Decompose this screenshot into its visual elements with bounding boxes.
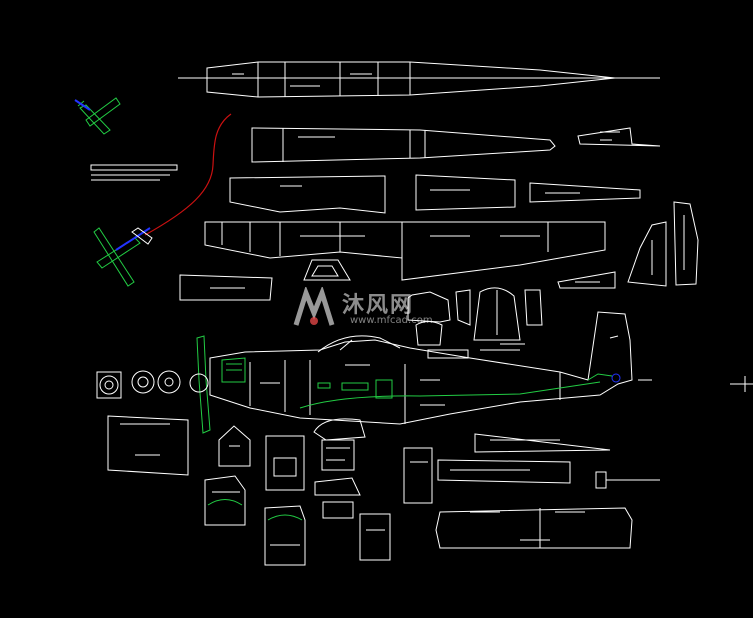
- watermark-brand: 沐风网: [342, 293, 415, 318]
- stabilizer-parts: [229, 174, 641, 214]
- small-tail-piece: [577, 127, 661, 147]
- fuselage-strip-2: [251, 127, 556, 163]
- mfcad-logo-icon: [293, 287, 335, 326]
- right-lower-plates: [403, 433, 660, 549]
- watermark-url: www.mfcad.com: [350, 315, 433, 326]
- left-plate: [179, 274, 273, 301]
- wheel-parts: [96, 370, 181, 399]
- lower-left-plates: [107, 415, 366, 519]
- vertical-fins: [557, 201, 699, 289]
- notes-block: [90, 164, 178, 181]
- wing-panels: [204, 221, 606, 281]
- former-boxes: [204, 475, 391, 566]
- watermark: 沐风网 www.mfcad.com: [292, 285, 462, 333]
- bulkhead-cluster: [407, 287, 543, 359]
- small-plane-side-view: [93, 227, 153, 287]
- top-fuselage-view: [178, 61, 660, 98]
- propeller: [189, 335, 211, 434]
- cad-crosshair-cursor: [730, 376, 753, 392]
- red-flight-curve: [144, 113, 232, 236]
- small-plane-top-view: [74, 97, 121, 135]
- canopy-part: [303, 259, 351, 281]
- main-fuselage-side-view: [209, 311, 652, 425]
